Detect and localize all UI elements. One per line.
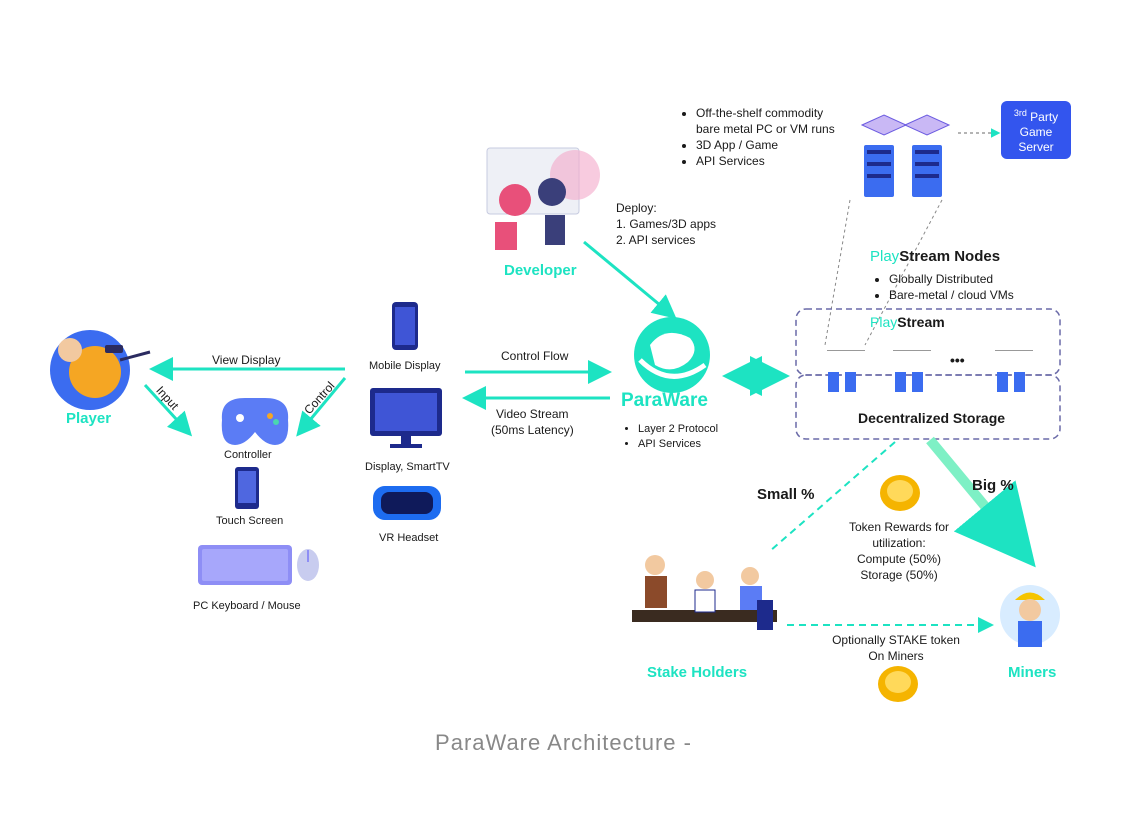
token-coin-icon	[880, 475, 920, 511]
token-rewards-line: Token Rewards for	[848, 520, 950, 534]
playstream-label: PlayStream	[870, 314, 945, 330]
deploy-item: 2. API services	[616, 233, 696, 247]
player-illustration	[50, 330, 151, 410]
vr-headset-label: VR Headset	[379, 532, 439, 544]
touch-screen-label: Touch Screen	[216, 515, 284, 527]
playstream-node-bullet: Globally Distributed	[889, 271, 1014, 287]
third-party-line: Server	[1018, 139, 1054, 154]
developer-label: Developer	[504, 262, 577, 279]
stake-note-line: Optionally STAKE token	[832, 633, 960, 647]
control-arrow	[296, 377, 347, 437]
stake-note-text: Optionally STAKE token On Miners	[826, 632, 966, 664]
touch-screen-icon	[235, 467, 259, 509]
node-ellipsis: •••	[950, 352, 965, 368]
controller-label: Controller	[224, 449, 272, 461]
input-arrow	[143, 383, 193, 437]
keyboard-mouse-label: PC Keyboard / Mouse	[193, 600, 301, 612]
paraware-bullet: Layer 2 Protocol	[638, 422, 718, 437]
token-rewards-line: Storage (50%)	[860, 568, 938, 582]
decentralized-storage-container	[795, 374, 1061, 440]
third-party-game-server-box: 3rd Party Game Server	[1001, 101, 1071, 159]
playstream-rest: Stream	[897, 314, 945, 330]
deploy-arrow	[583, 240, 677, 319]
deploy-list: 1. Games/3D apps 2. API services	[616, 216, 716, 248]
paraware-logo	[634, 317, 710, 393]
token-rewards-line: utilization:	[872, 536, 926, 550]
vr-headset-icon	[373, 486, 441, 520]
playstream-node-bullet: Bare-metal / cloud VMs	[889, 287, 1014, 303]
deploy-title: Deploy:	[616, 201, 657, 215]
third-party-line: Party	[1030, 109, 1059, 124]
latency-label: (50ms Latency)	[491, 423, 574, 437]
paraware-bullet: API Services	[638, 437, 718, 452]
node-connector-left	[824, 199, 851, 346]
server-stack-icon	[860, 114, 951, 197]
miner-illustration	[1000, 585, 1060, 647]
mini-server-cluster	[827, 350, 1033, 392]
third-party-sup: 3rd	[1013, 107, 1027, 118]
playstream-play: Play	[870, 314, 898, 330]
stake-holders-illustration	[632, 555, 777, 630]
mobile-display-icon	[392, 302, 418, 350]
diagram-caption: ParaWare Architecture -	[435, 730, 692, 755]
developer-illustration	[486, 147, 600, 250]
playstream-nodes-title: PlayStream Nodes	[870, 248, 1000, 266]
display-smarttv-icon	[370, 388, 442, 448]
stake-holders-label: Stake Holders	[647, 664, 748, 681]
control-flow-label: Control Flow	[501, 349, 569, 363]
paraware-name: ParaWare	[621, 390, 708, 411]
deploy-item: 1. Games/3D apps	[616, 217, 717, 231]
controller-icon	[221, 398, 289, 445]
big-share-label: Big %	[972, 477, 1014, 494]
small-share-label: Small %	[757, 486, 815, 503]
infra-bullet: 3D App / Game	[696, 137, 835, 153]
playstream-node-bullets: Globally Distributed Bare-metal / cloud …	[871, 271, 1014, 303]
display-smarttv-label: Display, SmartTV	[365, 461, 450, 473]
infra-bullets: Off-the-shelf commodity bare metal PC or…	[678, 105, 835, 169]
infra-bullet: Off-the-shelf commodity	[696, 105, 835, 121]
playstream-nodes-play: Play	[870, 248, 900, 265]
miners-label: Miners	[1008, 664, 1057, 681]
small-share-arrow	[769, 441, 896, 552]
infra-bullet: API Services	[696, 153, 835, 169]
video-stream-label: Video Stream	[496, 407, 569, 421]
view-display-label: View Display	[212, 353, 281, 367]
token-rewards-line: Compute (50%)	[856, 552, 942, 566]
paraware-bullets: Layer 2 Protocol API Services	[620, 422, 718, 452]
stake-note-line: On Miners	[868, 649, 924, 663]
keyboard-mouse-icon	[198, 545, 319, 585]
mobile-display-label: Mobile Display	[369, 360, 441, 372]
infra-bullet-continued: bare metal PC or VM runs	[696, 122, 835, 136]
decentralized-storage-label: Decentralized Storage	[858, 410, 1006, 426]
player-label: Player	[66, 410, 112, 427]
token-coin-icon	[878, 666, 918, 702]
playstream-nodes-rest: Stream Nodes	[899, 248, 1001, 265]
big-share-arrow	[926, 436, 1036, 568]
token-rewards-text: Token Rewards for utilization: Compute (…	[838, 519, 960, 583]
third-party-line: Game	[1019, 124, 1053, 139]
